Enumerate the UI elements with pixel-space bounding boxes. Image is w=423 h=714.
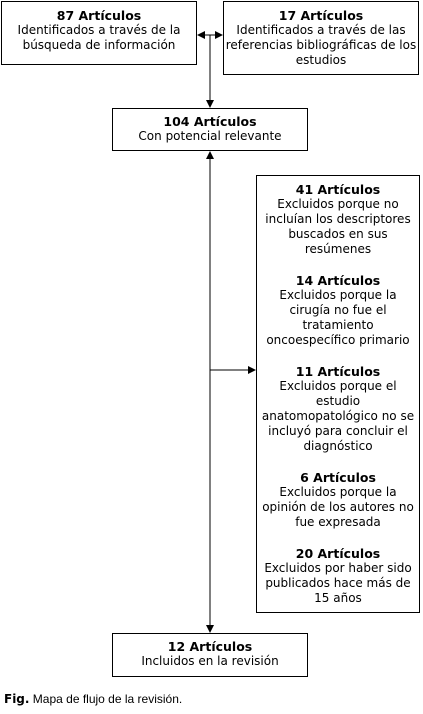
excluded-line: incluían los descriptores xyxy=(265,212,411,226)
excluded-line: resúmenes xyxy=(304,242,372,256)
references-line-3: estudios xyxy=(295,53,347,67)
excluded-title: 20 Artículos xyxy=(295,546,381,561)
excluded-group: 14 Artículos Excluidos porque la cirugía… xyxy=(257,273,419,348)
potential-title: 104 Artículos xyxy=(163,114,257,129)
included-line-1: Incluidos en la revisión xyxy=(141,654,279,668)
excluded-line: cirugía no fue el xyxy=(289,303,387,317)
excluded-line: Excluidos porque la xyxy=(279,288,397,302)
excluded-line: publicados hace más de xyxy=(265,576,411,590)
references-box: 17 Artículos Identificados a través de l… xyxy=(223,1,419,75)
figure-caption: Fig. Mapa de flujo de la revisión. xyxy=(4,692,182,706)
excluded-line: Excluidos por haber sido xyxy=(264,561,412,575)
potential-line-1: Con potencial relevante xyxy=(138,129,282,143)
excluded-line: fue expresada xyxy=(295,515,381,529)
excluded-line: Excluidos porque la xyxy=(279,485,397,499)
excluded-group: 11 Artículos Excluidos porque el estudio… xyxy=(257,364,419,454)
caption-label: Fig. xyxy=(4,692,30,706)
search-box: 87 Artículos Identificados a través de l… xyxy=(1,1,197,65)
references-line-2: referencias bibliográficas de los xyxy=(225,38,417,52)
excluded-line: tratamiento xyxy=(302,318,374,332)
excluded-line: diagnóstico xyxy=(303,439,373,453)
search-line-2: búsqueda de información xyxy=(22,38,176,52)
excluded-title: 11 Artículos xyxy=(295,364,381,379)
potential-box: 104 Artículos Con potencial relevante xyxy=(112,108,308,151)
excluded-line: Excluidos porque no xyxy=(277,197,399,211)
excluded-line: oncoespecífico primario xyxy=(266,333,410,347)
excluded-title: 14 Artículos xyxy=(295,273,381,288)
excluded-group: 41 Artículos Excluidos porque no incluía… xyxy=(257,182,419,257)
excluded-line: anatomopatológico no se xyxy=(261,409,415,423)
excluded-line: Excluidos porque el xyxy=(279,379,397,393)
excluded-line: 15 años xyxy=(314,591,362,605)
included-box: 12 Artículos Incluidos en la revisión xyxy=(112,633,308,677)
references-line-1: Identificados a través de las xyxy=(236,23,406,37)
excluded-line: buscados en sus xyxy=(288,227,388,241)
caption-text: Mapa de flujo de la revisión. xyxy=(29,692,183,706)
excluded-group: 20 Artículos Excluidos por haber sido pu… xyxy=(257,546,419,606)
excluded-box: 41 Artículos Excluidos porque no incluía… xyxy=(256,175,420,613)
search-title: 87 Artículos xyxy=(56,8,142,23)
excluded-line: incluyó para concluir el xyxy=(268,424,408,438)
excluded-title: 41 Artículos xyxy=(295,182,381,197)
included-title: 12 Artículos xyxy=(167,639,253,654)
excluded-title: 6 Artículos xyxy=(300,470,376,485)
excluded-line: opinión de los autores no xyxy=(262,500,414,514)
references-title: 17 Artículos xyxy=(278,8,364,23)
search-line-1: Identificados a través de la xyxy=(17,23,181,37)
excluded-line: estudio xyxy=(315,394,361,408)
excluded-group: 6 Artículos Excluidos porque la opinión … xyxy=(257,470,419,530)
